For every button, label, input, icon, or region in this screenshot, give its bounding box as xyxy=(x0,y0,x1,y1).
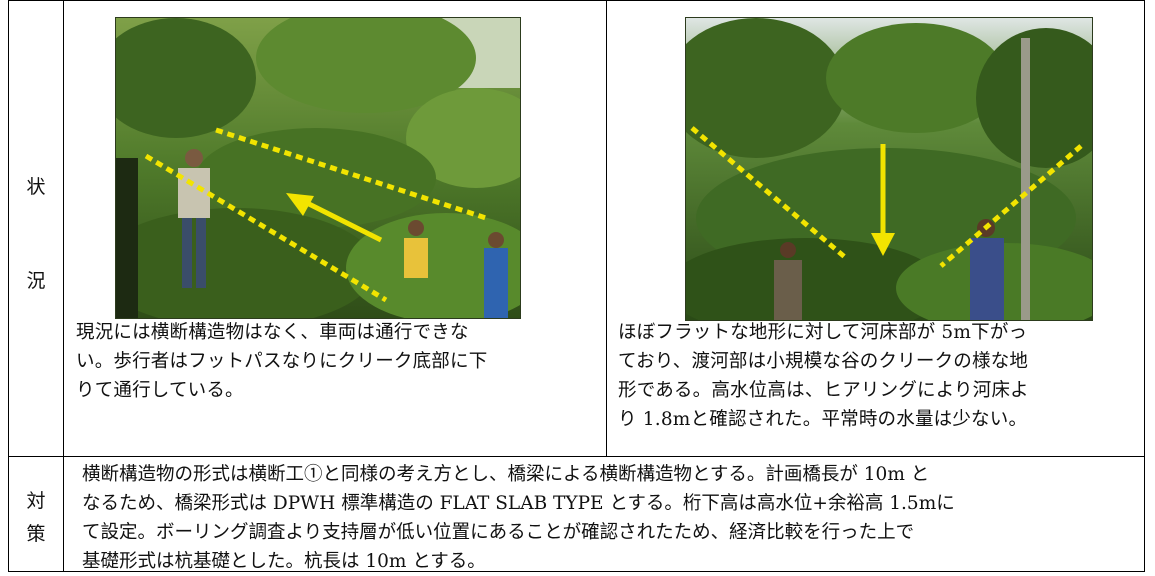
right-caption-line: ほぼフラットな地形に対して河床部が 5m下がっ xyxy=(618,322,1028,343)
right-caption-line: 形である。高水位高は、ヒアリングにより河床よ xyxy=(618,380,1029,401)
measures-text: 横断構造物の形式は横断工①と同様の考え方とし、橋梁による横断構造物とする。計画橋… xyxy=(82,460,1144,576)
table-border-left xyxy=(8,0,9,572)
site-photo-left-image xyxy=(116,18,520,318)
table-border-bottom xyxy=(8,571,1145,572)
right-caption-line: り 1.8mと確認された。平常時の水量は少ない。 xyxy=(618,409,1028,430)
site-photo-right-image xyxy=(686,18,1092,320)
table-border-top xyxy=(8,0,1145,1)
label-column-divider xyxy=(63,0,64,572)
site-photo-left xyxy=(115,17,521,319)
measures-line: 横断構造物の形式は横断工①と同様の考え方とし、橋梁による横断構造物とする。計画橋… xyxy=(82,464,930,485)
left-caption-line: りて通行している。 xyxy=(76,380,244,401)
left-caption-line: 現況には横断構造物はなく、車両は通行できな xyxy=(76,322,469,343)
photo-column-divider xyxy=(606,0,607,457)
table-border-right xyxy=(1144,0,1145,572)
right-caption: ほぼフラットな地形に対して河床部が 5m下がっ ており、渡河部は小規模な谷のクリ… xyxy=(618,318,1029,434)
label-measures-1: 対 xyxy=(26,490,46,512)
label-situation-1: 状 xyxy=(26,176,46,198)
measures-line: なるため、橋梁形式は DPWH 標準構造の FLAT SLAB TYPE とする… xyxy=(82,493,955,514)
measures-line: 基礎形式は杭基礎とした。杭長は 10m とする。 xyxy=(82,551,486,572)
left-caption-line: い。歩行者はフットパスなりにクリーク底部に下 xyxy=(76,351,488,372)
document-table: 状 況 対 策 xyxy=(8,0,1145,572)
label-measures-2: 策 xyxy=(26,523,46,545)
label-situation-2: 況 xyxy=(26,270,46,292)
site-photo-right xyxy=(685,17,1093,321)
row-divider xyxy=(8,456,1145,457)
measures-line: て設定。ボーリング調査より支持層が低い位置にあることが確認されたため、経済比較を… xyxy=(82,522,915,543)
right-caption-line: ており、渡河部は小規模な谷のクリークの様な地 xyxy=(618,351,1029,372)
left-caption: 現況には横断構造物はなく、車両は通行できな い。歩行者はフットパスなりにクリーク… xyxy=(76,318,487,405)
